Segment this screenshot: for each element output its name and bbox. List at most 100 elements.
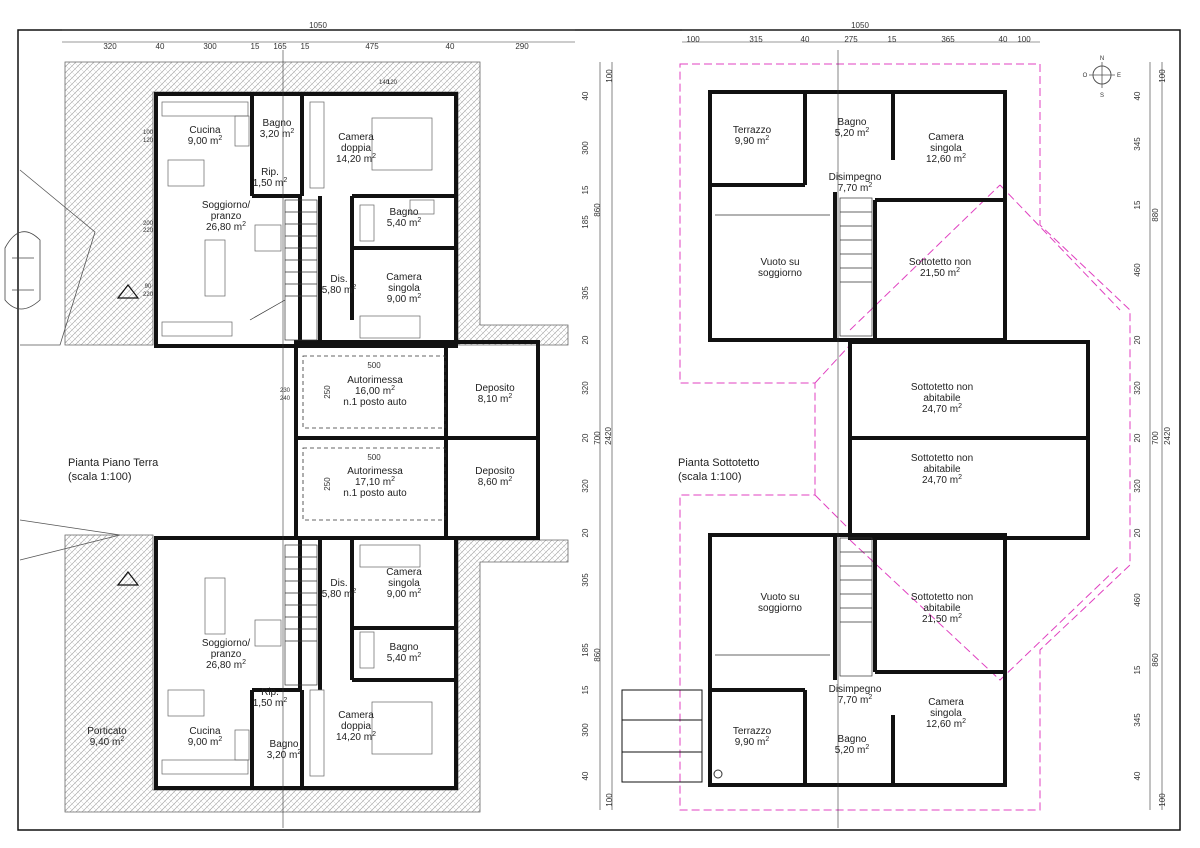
ground-room-cucina-b-area: 9,00 m2	[188, 736, 223, 748]
attic-room-sottotetto-3-name-0: Sottotetto non	[911, 453, 973, 464]
attic-dim-right-12: 40	[1133, 771, 1142, 780]
ground-dim-top-5: 15	[301, 42, 310, 51]
ground-room-deposito-b-area: 8,60 m2	[478, 476, 513, 488]
ground-floor-plan	[4, 61, 569, 813]
attic-dim-right-mid-0: 880	[1151, 208, 1160, 222]
attic-dim-right-2: 15	[1133, 200, 1142, 209]
attic-room-bagno-a-name-0: Bagno	[838, 117, 867, 128]
attic-room-sottotetto-4-name-0: Sottotetto non	[911, 592, 973, 603]
attic-room-terrazzo-a-area: 9,90 m2	[735, 135, 770, 147]
ground-dim-right-10: 305	[581, 573, 590, 587]
paving-hatch-bottom	[64, 534, 569, 813]
ground-dim-top-6: 475	[365, 42, 379, 51]
ground-room-autorimessa-b-name-0: Autorimessa	[347, 466, 403, 477]
window-mark-1: 120	[387, 80, 398, 86]
window-mark-7: 220	[143, 292, 154, 298]
ground-floor-scale: (scala 1:100)	[68, 471, 132, 483]
attic-dim-right-3: 460	[1133, 263, 1142, 277]
attic-room-disimpegno-a-name-0: Disimpegno	[829, 172, 882, 183]
window-mark-0: 140	[379, 80, 390, 86]
compass-s: S	[1100, 93, 1104, 99]
ground-dim-top-7: 40	[446, 42, 455, 51]
ground-room-bagno-a-name-0: Bagno	[263, 118, 292, 129]
ground-room-bagno-b-name-0: Bagno	[270, 739, 299, 750]
attic-floor-plan	[621, 62, 1131, 811]
window-mark-9: 240	[280, 396, 291, 402]
ground-dim-top-8: 290	[515, 42, 529, 51]
ground-room-rip-a-name-0: Rip.	[261, 167, 279, 178]
ground-room-bagno-a-area: 3,20 m2	[260, 128, 295, 140]
attic-room-bagno-b-name-0: Bagno	[838, 734, 867, 745]
attic-dim-right-10: 15	[1133, 665, 1142, 674]
ground-room-bagno2-a-area: 5,40 m2	[387, 217, 422, 229]
ground-room-bagno2-b-area: 5,40 m2	[387, 652, 422, 664]
ground-dim-right-mid-0: 860	[593, 203, 602, 217]
ground-room-soggiorno-b-name-1: pranzo	[211, 649, 242, 660]
ground-dim-right-12: 15	[581, 685, 590, 694]
ground-dim-top-4: 165	[273, 42, 287, 51]
ground-room-dis-a-name-0: Dis.	[330, 274, 347, 285]
attic-room-camera-a-name-0: Camera	[928, 132, 964, 143]
ground-room-autorimessa-b-area: 17,10 m2	[355, 476, 395, 488]
ground-room-camera-singola-b-name-1: singola	[388, 578, 420, 589]
ground-dim-right-mid-2: 860	[593, 648, 602, 662]
attic-room-bagno-b-area: 5,20 m2	[835, 744, 870, 756]
ground-room-camera-doppia-a-area: 14,20 m2	[336, 153, 376, 165]
attic-room-sottotetto-3-name-1: abitabile	[923, 464, 961, 475]
ground-room-bagno2-a-name-0: Bagno	[390, 207, 419, 218]
attic-room-vuoto-a-name-1: soggiorno	[758, 268, 802, 279]
window-mark-5: 220	[143, 228, 154, 234]
drain-icon	[713, 769, 723, 779]
attic-dim-right-4: 20	[1133, 335, 1142, 344]
attic-room-camera-a-area: 12,60 m2	[926, 153, 966, 165]
ground-room-autorimessa-a-area: 16,00 m2	[355, 385, 395, 397]
window-mark-3: 120	[143, 138, 154, 144]
ground-room-autorimessa-b-extra: n.1 posto auto	[343, 488, 407, 499]
driveway-curve-2	[19, 519, 121, 561]
ground-room-camera-doppia-a-name-0: Camera	[338, 132, 374, 143]
ground-room-rip-b-area: 1,50 m2	[253, 697, 288, 709]
ground-dim-right-1: 300	[581, 141, 590, 155]
window-mark-2: 100	[143, 130, 154, 136]
ground-room-soggiorno-a-name-0: Soggiorno/	[202, 200, 251, 211]
ground-room-porticato-name-0: Porticato	[87, 726, 127, 737]
ground-room-rip-a-area: 1,50 m2	[253, 177, 288, 189]
window-mark-8: 230	[280, 388, 291, 394]
driveway-curve	[19, 169, 96, 346]
ground-room-autorimessa-a-name-0: Autorimessa	[347, 375, 403, 386]
ground-dim-total: 1050	[309, 21, 327, 30]
ground-dim-right-2: 15	[581, 185, 590, 194]
ground-dim-right-4: 305	[581, 286, 590, 300]
ground-room-cucina-b-name-0: Cucina	[189, 726, 221, 737]
attic-room-camera-b-name-1: singola	[930, 708, 962, 719]
ground-dim-top-1: 40	[156, 42, 165, 51]
attic-dim-right-6: 20	[1133, 433, 1142, 442]
compass-n: N	[1100, 56, 1104, 62]
attic-room-vuoto-b-name-0: Vuoto su	[760, 592, 799, 603]
attic-dim-right-7: 320	[1133, 479, 1142, 493]
entry-arrow-icon-2	[116, 571, 140, 586]
attic-room-vuoto-a-name-0: Vuoto su	[760, 257, 799, 268]
ground-dim-right-3: 185	[581, 215, 590, 229]
ground-room-bagno-b-area: 3,20 m2	[267, 749, 302, 761]
ground-room-camera-doppia-b-area: 14,20 m2	[336, 731, 376, 743]
attic-dim-right-0: 40	[1133, 91, 1142, 100]
attic-room-sottotetto-4-area: 21,50 m2	[922, 613, 962, 625]
terrace-rails	[621, 689, 703, 783]
attic-walls	[708, 90, 1090, 787]
attic-dim-top-2: 40	[801, 35, 810, 44]
attic-dim-top-3: 275	[844, 35, 858, 44]
ground-room-deposito-b-name-0: Deposito	[475, 466, 515, 477]
garage-dim-width-2: 500	[367, 453, 381, 462]
compass-o: O	[1083, 73, 1088, 79]
entry-arrow-icon	[116, 284, 140, 299]
stairs-top	[249, 199, 318, 341]
attic-dim-top-1: 315	[749, 35, 763, 44]
attic-dim-right-9: 460	[1133, 593, 1142, 607]
car-icon	[4, 231, 41, 310]
attic-room-sottotetto-2-name-0: Sottotetto non	[911, 382, 973, 393]
attic-dim-right-1: 345	[1133, 137, 1142, 151]
attic-floor-title: Pianta Sottotetto	[678, 457, 759, 469]
attic-room-sottotetto-2-area: 24,70 m2	[922, 403, 962, 415]
ground-dim-right-14: 40	[581, 771, 590, 780]
